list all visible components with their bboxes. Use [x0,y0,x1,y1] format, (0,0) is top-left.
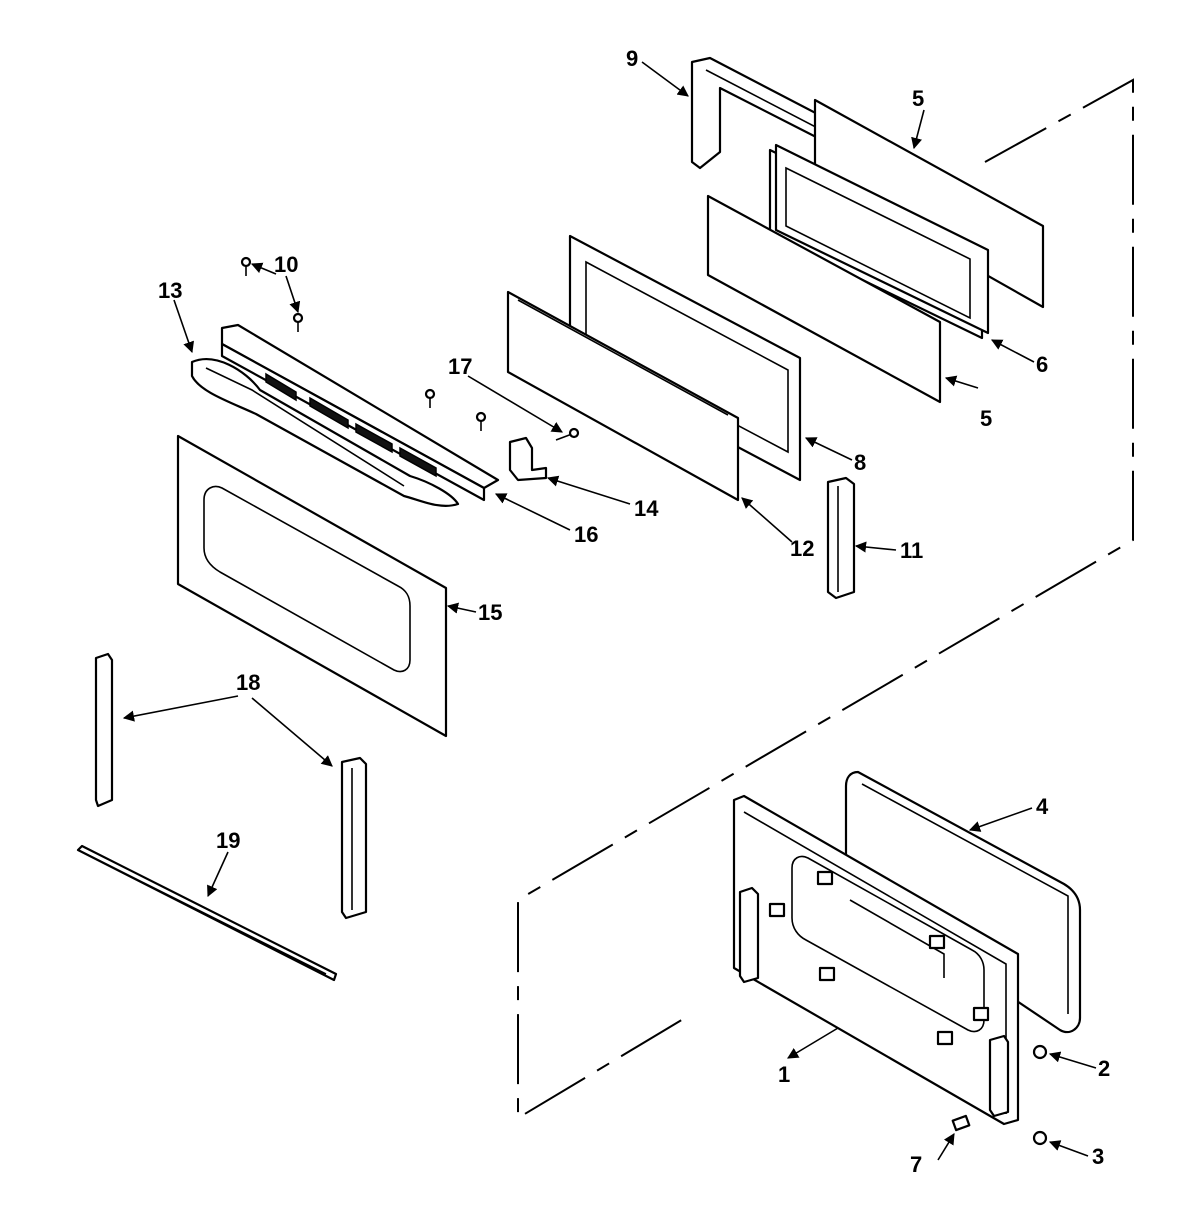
glass-panel-lower [706,194,942,404]
callout-3: 3 [1092,1144,1104,1169]
side-trim-right [340,756,368,920]
callout-17: 17 [448,354,472,379]
callout-7: 7 [910,1152,922,1177]
assembly-outline [517,78,1134,1120]
side-trim-left [94,652,114,808]
callout-14: 14 [634,496,659,521]
nut-2 [1032,1044,1048,1060]
outer-door-panel [176,434,448,738]
callout-8: 8 [854,450,866,475]
door-gasket [844,770,1082,1034]
callout-15: 15 [478,600,502,625]
nut-3 [1032,1130,1048,1146]
callout-5-upper: 5 [912,86,924,111]
inner-door-assembly [732,794,1020,1126]
bottom-rail [76,844,338,982]
callout-9: 9 [626,46,638,71]
callout-13: 13 [158,278,182,303]
callout-11: 11 [900,538,923,563]
callouts: 1 2 3 4 5 5 6 7 8 9 10 11 12 13 14 15 16… [158,46,1110,1177]
screws-channel [424,388,487,431]
leader-lines [122,61,1097,1161]
side-bracket [826,476,856,600]
callout-6: 6 [1036,352,1048,377]
callout-10: 10 [274,252,298,277]
callout-12: 12 [790,536,814,561]
callout-5-lower: 5 [980,406,992,431]
inner-door-frame [568,234,802,482]
clip-14 [508,436,548,482]
callout-19: 19 [216,828,240,853]
screws-top [240,256,304,332]
callout-4: 4 [1036,794,1049,819]
bumper-7 [951,1114,971,1132]
callout-18: 18 [236,670,260,695]
glass-pack [768,143,990,340]
callout-16: 16 [574,522,598,547]
callout-2: 2 [1098,1056,1110,1081]
callout-1: 1 [778,1062,790,1087]
window-glass [506,290,740,502]
door-handle [190,358,460,507]
screw-17 [555,427,580,441]
handle-support-channel [220,323,500,502]
